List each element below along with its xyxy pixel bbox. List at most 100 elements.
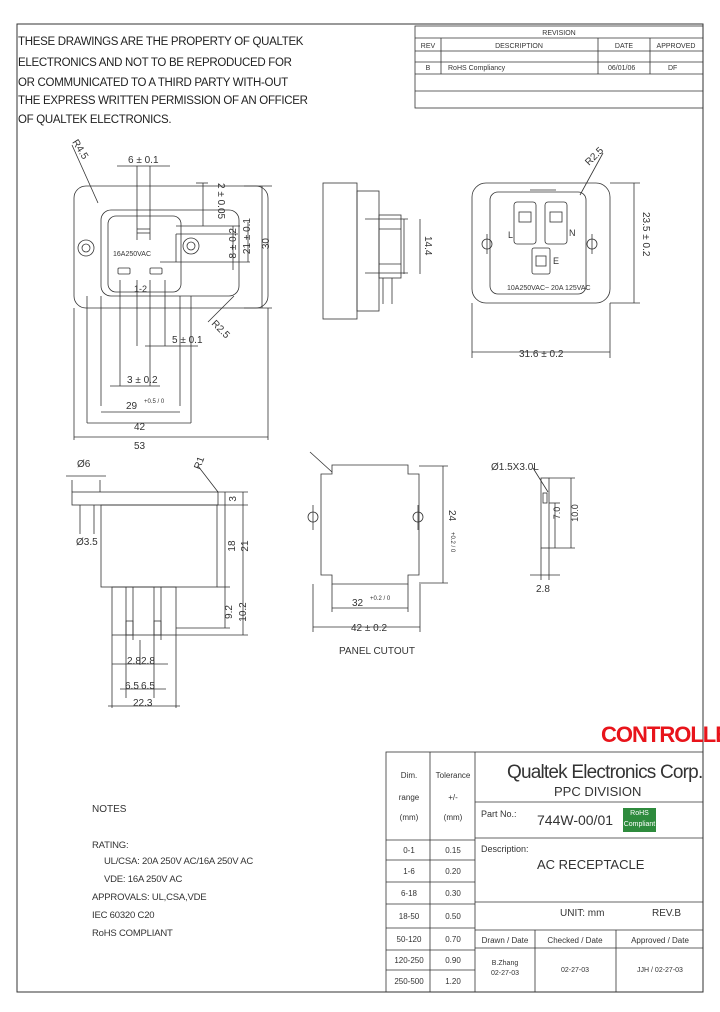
marking-text: 10A250VAC~ 20A 125VAC xyxy=(507,285,591,292)
dim-label: 14.4 xyxy=(422,236,433,256)
dim-label: 10.2 xyxy=(238,602,249,622)
description-value: AC RECEPTACLE xyxy=(537,857,645,872)
sheet-border xyxy=(16,23,704,993)
dim-label: 10.0 xyxy=(570,504,580,522)
dim-label: 23.5 ± 0.2 xyxy=(640,212,651,257)
panel-cutout-view xyxy=(307,451,448,632)
front-view xyxy=(71,144,272,440)
dim-label: 21 xyxy=(240,540,251,552)
title-block-text: Qualtek Electronics Corp. PPC DIVISION P… xyxy=(481,762,703,977)
bottom-side-view xyxy=(66,465,248,708)
property-notice-line: OF QUALTEK ELECTRONICS. xyxy=(18,114,172,126)
dim-label: 31.6 ± 0.2 xyxy=(519,349,564,360)
dim-label: 32 xyxy=(352,598,364,609)
title-block xyxy=(385,751,704,993)
tol-header: +/- xyxy=(448,793,458,802)
tol-header: (mm) xyxy=(400,813,419,822)
note-line: RATING: xyxy=(92,840,129,851)
note-line: RoHS COMPLIANT xyxy=(92,928,173,939)
dim-label: 6 ± 0.1 xyxy=(128,155,159,166)
revision-table xyxy=(414,25,704,109)
tol-cell: 18-50 xyxy=(399,912,420,921)
dim-label: 9.2 xyxy=(224,605,235,619)
tol-header: (mm) xyxy=(444,813,463,822)
tol-cell: 0.20 xyxy=(445,867,461,876)
date-header: DATE xyxy=(615,43,633,50)
dim-label: 24 xyxy=(446,510,457,522)
property-notice-line: OR COMMUNICATED TO A THIRD PARTY WITH-OU… xyxy=(18,77,288,89)
tol-header: range xyxy=(399,793,420,802)
dim-label: 3 ± 0.2 xyxy=(127,375,158,386)
note-line: UL/CSA: 20A 250V AC/16A 250V AC xyxy=(104,856,254,867)
checked-label: Checked / Date xyxy=(547,936,603,945)
tol-cell: 0.70 xyxy=(445,935,461,944)
tol-header: Dim. xyxy=(401,771,417,780)
dim-label: 8 ± 0.2 xyxy=(228,228,239,259)
dim-label: 42 xyxy=(134,422,146,433)
tol-cell: 0-1 xyxy=(403,846,415,855)
marking-text: N xyxy=(569,228,576,238)
approved-value: JJH / 02-27-03 xyxy=(637,967,683,974)
date-cell: 06/01/06 xyxy=(608,65,635,72)
marking-text: L xyxy=(508,230,513,240)
description-label: Description: xyxy=(481,844,529,854)
note-line: IEC 60320 C20 xyxy=(92,910,155,921)
dim-label: 3 xyxy=(228,496,239,502)
dim-label: 22.3 xyxy=(133,698,153,709)
dim-label: R2.5 xyxy=(209,318,232,341)
tol-cell: 0.15 xyxy=(445,846,461,855)
dim-label: 18 xyxy=(227,540,238,552)
dim-label: 6.5 xyxy=(141,681,155,692)
part-number: 744W-00/01 xyxy=(537,812,613,828)
property-notice-line: THE EXPRESS WRITTEN PERMISSION OF AN OFF… xyxy=(18,95,308,107)
dim-label: 2.8 xyxy=(141,656,155,667)
dim-label: R2.5 xyxy=(583,145,606,168)
terminal-detail xyxy=(530,467,575,580)
drawn-label: Drawn / Date xyxy=(482,936,529,945)
dim-label: 53 xyxy=(134,441,146,452)
approved-cell: DF xyxy=(668,65,677,72)
dim-label: Ø1.5X3.0L xyxy=(491,462,539,473)
rev-header: REV xyxy=(421,43,436,50)
marking-text: 1-2 xyxy=(134,284,147,294)
checked-date: 02-27-03 xyxy=(561,967,589,974)
rohs-badge-line: RoHS xyxy=(630,810,649,817)
dim-label: 2.8 xyxy=(536,584,550,595)
dim-label: R1 xyxy=(192,455,207,471)
panel-cutout-label: PANEL CUTOUT xyxy=(339,646,415,657)
part-no-label: Part No.: xyxy=(481,809,517,819)
rev-cell: B xyxy=(426,65,431,72)
controlled-stamp: CONTROLLED xyxy=(601,722,720,747)
dimension-labels: 6 ± 0.1 2 ± 0.05 8 ± 0.2 21 ± 0.1 30 5 ±… xyxy=(69,138,651,709)
dim-label: 2 ± 0.05 xyxy=(215,183,226,220)
revision-table-text: REVISION REV DESCRIPTION DATE APPROVED B… xyxy=(421,30,696,72)
note-line: APPROVALS: UL,CSA,VDE xyxy=(92,892,207,903)
drawn-date: 02-27-03 xyxy=(491,970,519,977)
rohs-badge-line: Compliant xyxy=(623,821,656,828)
tol-cell: 120-250 xyxy=(394,956,424,965)
tol-cell: 1.20 xyxy=(445,977,461,986)
dim-label: Ø3.5 xyxy=(76,537,98,548)
division-name: PPC DIVISION xyxy=(554,784,641,799)
dim-label: 7.0 xyxy=(552,507,562,520)
approved-label: Approved / Date xyxy=(631,936,689,945)
dim-label: 2.8 xyxy=(127,656,141,667)
tol-cell: 1-6 xyxy=(403,867,415,876)
description-header: DESCRIPTION xyxy=(495,43,543,50)
dim-tolerance: +0.5 / 0 xyxy=(144,399,165,405)
dim-label: Ø6 xyxy=(77,459,91,470)
rohs-compliant-badge: RoHS Compliant xyxy=(623,808,656,832)
dim-label: 6.5 xyxy=(125,681,139,692)
company-name: Qualtek Electronics Corp. xyxy=(507,762,702,783)
unit-value: UNIT: mm xyxy=(560,908,604,919)
dim-label: 21 ± 0.1 xyxy=(242,218,253,255)
dim-label: 42 ± 0.2 xyxy=(351,623,388,634)
drawn-by: B.Zhang xyxy=(492,960,519,967)
description-cell: RoHS Compliancy xyxy=(448,65,506,72)
revision-title: REVISION xyxy=(542,30,575,37)
tolerance-table-text: Dim. range (mm) Tolerance +/- (mm) 0-1 0… xyxy=(394,771,471,986)
marking-text: 16A250VAC xyxy=(113,251,151,258)
dim-label: 29 xyxy=(126,401,138,412)
